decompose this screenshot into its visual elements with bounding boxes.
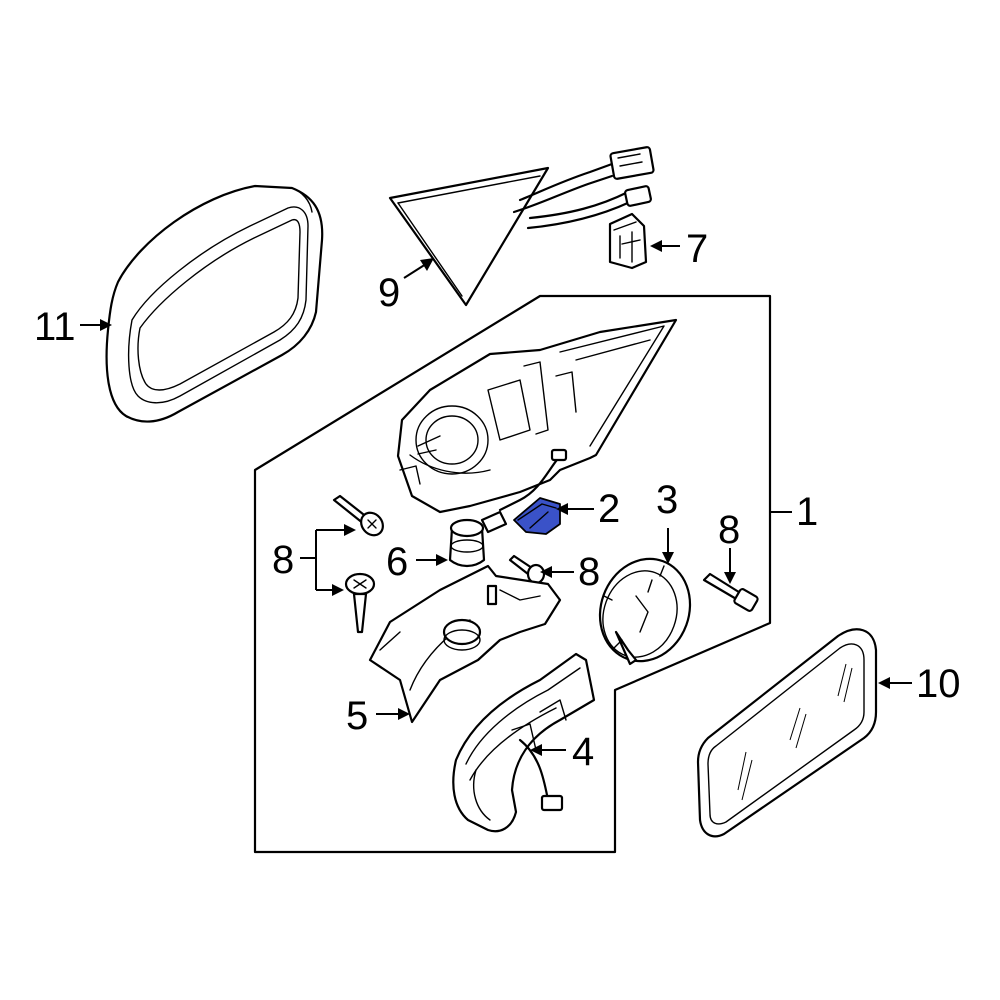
callout-1: 1: [796, 490, 818, 534]
part-11-housing-cover: [105, 184, 324, 423]
callout-10: 10: [916, 662, 961, 706]
callout-8-left: 8: [272, 538, 294, 582]
part-3-adjuster-disc: [598, 557, 692, 666]
part-6-motor: [448, 510, 508, 568]
callout-4: 4: [572, 730, 594, 774]
callout-8-right: 8: [718, 508, 740, 552]
part-5-lower-bracket: [368, 564, 562, 724]
callout-2: 2: [598, 487, 620, 531]
part-8-screw-middle: [508, 554, 546, 585]
part-7-connector-clip: [608, 212, 648, 270]
callout-7: 7: [686, 227, 708, 271]
part-8-screw-lower: [344, 572, 376, 634]
part-2-bracket-highlighted: [513, 497, 561, 535]
wire-connector-small: [624, 185, 652, 207]
part-8-screw-upper: [332, 494, 384, 537]
callout-6: 6: [386, 540, 408, 584]
part-8-bolt-right: [702, 572, 759, 612]
part-9-heater-element: [388, 146, 655, 307]
mirror-base-housing: [396, 318, 678, 514]
callout-9: 9: [378, 271, 400, 315]
callout-3: 3: [656, 478, 678, 522]
wire-connector-large: [609, 146, 655, 180]
callout-5: 5: [346, 694, 368, 738]
part-10-mirror-glass: [696, 628, 878, 838]
part-4-turn-signal-housing: [452, 652, 596, 833]
callout-8-middle: 8: [578, 550, 600, 594]
callout-11: 11: [34, 305, 76, 349]
assembly-boundary: [253, 294, 772, 854]
